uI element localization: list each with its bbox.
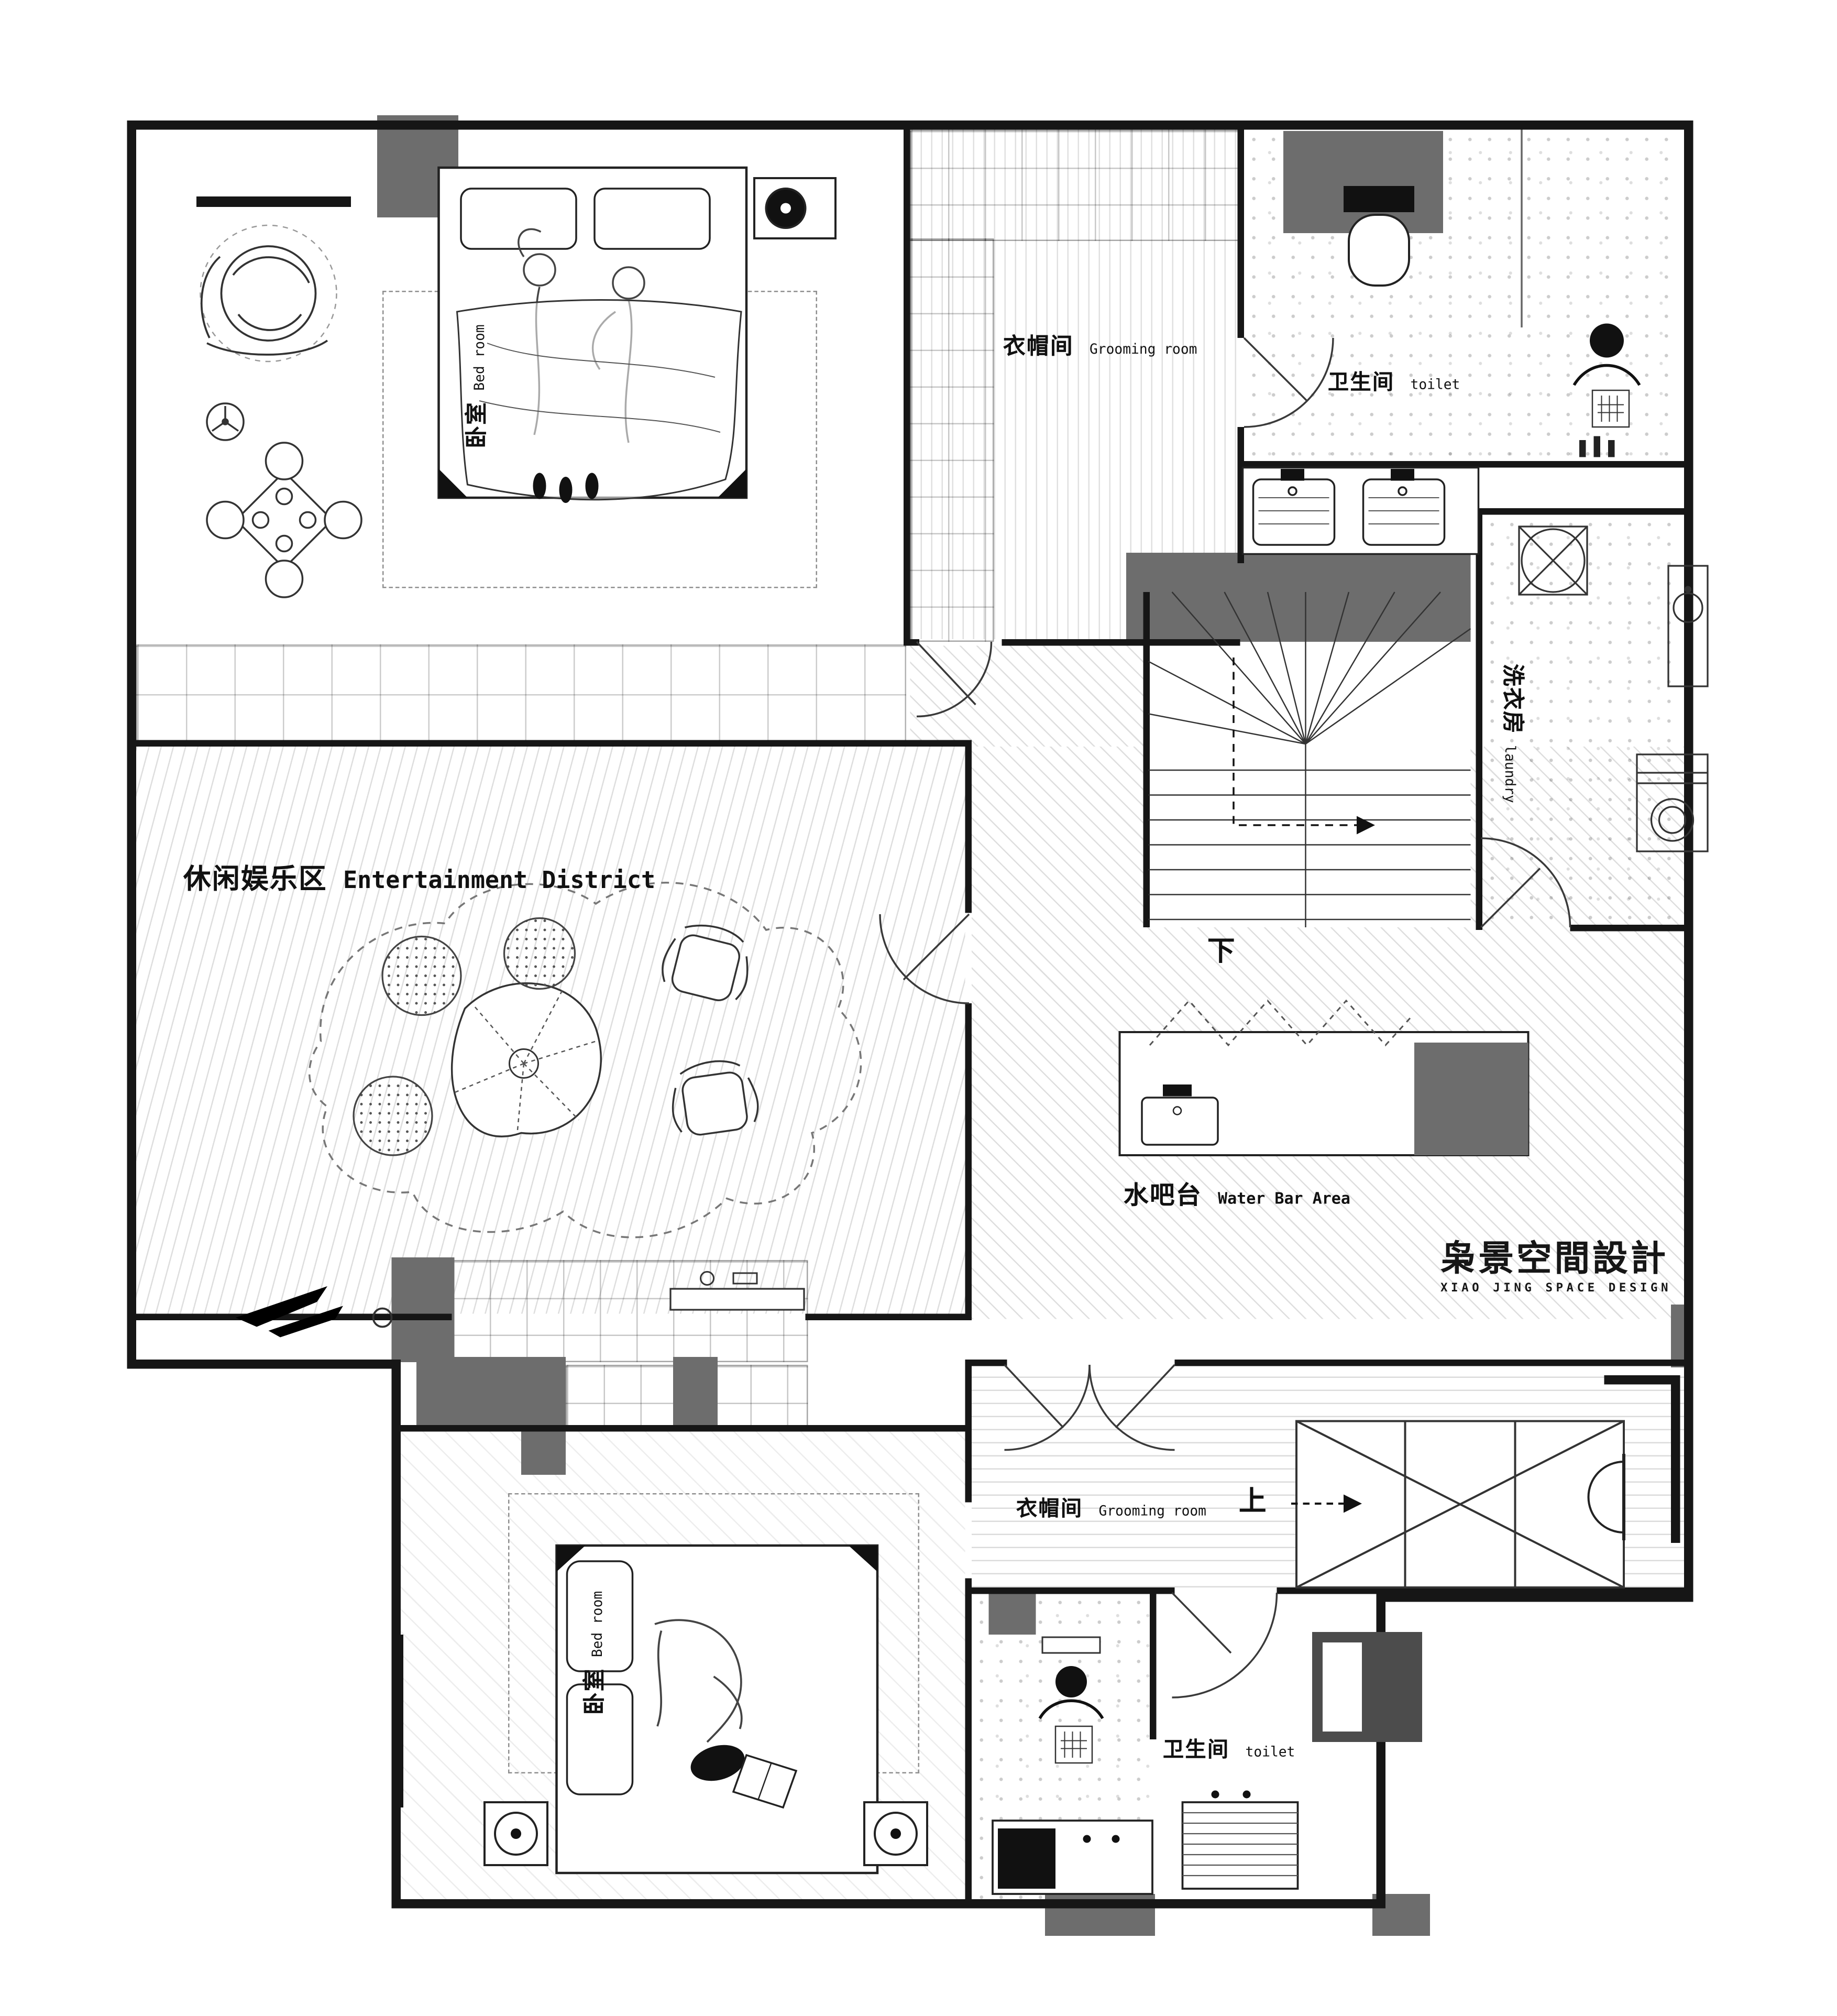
- wall-corridor-bottom-b: [1277, 1587, 1692, 1594]
- label-entertainment-en: Entertainment District: [343, 867, 656, 895]
- wall-bedroom-bottom-top: [395, 1425, 972, 1432]
- structure-block: [1126, 553, 1471, 642]
- wall-bedroom-top-bottom: [127, 740, 972, 747]
- wall-step-right: [1376, 1593, 1692, 1602]
- wall-divider-upper: [965, 747, 972, 913]
- double-sink: [1241, 466, 1480, 555]
- wall-bottom: [391, 1899, 1385, 1909]
- label-bedroom-top: 卧室 Bed room: [458, 324, 491, 448]
- wall-grooming-bottom: [1002, 639, 1240, 646]
- wall-left-lower: [391, 1360, 401, 1909]
- label-laundry-en: laundry: [1501, 745, 1517, 803]
- label-grooming-bottom: 衣帽间 Grooming room: [1016, 1491, 1206, 1522]
- fan-icon: [206, 402, 245, 441]
- wall-right: [1684, 120, 1693, 1602]
- label-toilet-bottom-cn: 卫生间: [1163, 1739, 1230, 1762]
- label-grooming-top: 衣帽间 Grooming room: [1003, 327, 1197, 360]
- balcony-tile-floor: [136, 644, 906, 743]
- closet-x-area: [1296, 1421, 1624, 1587]
- window-bar-top: [196, 196, 351, 207]
- speaker-top: [753, 177, 837, 239]
- dining-set: [206, 442, 362, 598]
- label-water-bar: 水吧台 Water Bar Area: [1124, 1176, 1350, 1212]
- structure-block: [521, 1428, 566, 1475]
- hanging-chair: [200, 224, 337, 363]
- label-toilet-top: 卫生间 toilet: [1328, 364, 1460, 396]
- wall-corridor-bottom-a: [965, 1587, 1175, 1594]
- label-water-bar-en: Water Bar Area: [1218, 1189, 1350, 1208]
- structure-block: [377, 115, 458, 217]
- label-bedroom-bottom: 卧室 Bed room: [576, 1591, 609, 1715]
- grooming-top-closet: [910, 129, 1240, 241]
- logo-chinese: 枭景空間設計: [1440, 1239, 1668, 1280]
- wall-sink-hall: [1237, 467, 1244, 563]
- label-grooming-bottom-en: Grooming room: [1098, 1504, 1207, 1519]
- label-entertainment: 休闲娱乐区 Entertainment District: [183, 858, 655, 897]
- structure-block: [1283, 131, 1443, 233]
- window-bar-left: [391, 1635, 403, 1807]
- bedroom-bottom-rug: [508, 1493, 919, 1773]
- bedroom-top-rug: [382, 291, 817, 588]
- logo-english: XIAO JING SPACE DESIGN: [1440, 1283, 1672, 1296]
- label-bedroom-bottom-en: Bed room: [590, 1591, 606, 1658]
- structure-block: [416, 1357, 566, 1428]
- label-grooming-bottom-cn: 衣帽间: [1016, 1498, 1083, 1521]
- wall-bedroom-top-right: [904, 120, 910, 646]
- wall-corridor-top-a: [965, 1360, 1007, 1366]
- wall-divider-lower: [965, 1003, 972, 1319]
- toilet-bottom-floor: [972, 1593, 1150, 1899]
- structure-block: [988, 1590, 1036, 1635]
- wall-toilet-top-bottom: [1237, 461, 1692, 468]
- label-entertainment-cn: 休闲娱乐区: [183, 864, 327, 895]
- wall-ent-bottom-b: [805, 1313, 972, 1320]
- closet-strip-a: [452, 1260, 808, 1362]
- wall-laundry-bottom: [1570, 925, 1692, 932]
- wall-stairs-left: [1143, 592, 1150, 927]
- label-toilet-top-en: toilet: [1410, 377, 1460, 393]
- wall-grooming-toilet: [1237, 120, 1244, 338]
- wall-stub: [904, 639, 919, 646]
- stairs-down-label: 下: [1207, 936, 1235, 967]
- label-bedroom-bottom-cn: 卧室: [582, 1668, 607, 1715]
- grooming-left-closet: [910, 238, 994, 642]
- entertainment-floor: [136, 747, 965, 1314]
- label-bedroom-top-cn: 卧室: [464, 401, 489, 448]
- label-toilet-top-cn: 卫生间: [1328, 372, 1395, 395]
- wall-toilet-partition: [1150, 1593, 1157, 1739]
- stairs-up-label: 上: [1239, 1486, 1267, 1517]
- label-grooming-top-cn: 衣帽间: [1003, 334, 1074, 359]
- wall-corridor-top-b: [1174, 1360, 1692, 1366]
- label-toilet-bottom-en: toilet: [1245, 1745, 1295, 1760]
- bracket-wall-h: [1604, 1375, 1680, 1385]
- label-laundry-cn: 洗衣房: [1500, 664, 1525, 735]
- wall-ent-bottom-a: [127, 1313, 452, 1320]
- structure-block: [391, 1257, 455, 1362]
- label-grooming-top-en: Grooming room: [1090, 342, 1197, 358]
- label-toilet-bottom: 卫生间 toilet: [1163, 1732, 1295, 1763]
- label-laundry: 洗衣房 laundry: [1499, 664, 1532, 803]
- label-water-bar-cn: 水吧台: [1124, 1182, 1203, 1211]
- wall-stub: [1237, 427, 1244, 468]
- brand-logo: 枭景空間設計 XIAO JING SPACE DESIGN: [1440, 1239, 1692, 1296]
- structure-block: [673, 1357, 718, 1428]
- label-bedroom-top-en: Bed room: [472, 324, 488, 391]
- wall-toilet-right: [1376, 1593, 1385, 1909]
- wall-laundry-top: [1476, 508, 1692, 515]
- wall-bed-toilet-divider-b: [965, 1578, 972, 1909]
- bracket-wall-v: [1671, 1375, 1680, 1543]
- wall-laundry-left: [1476, 508, 1482, 930]
- wall-junction: [127, 1360, 401, 1369]
